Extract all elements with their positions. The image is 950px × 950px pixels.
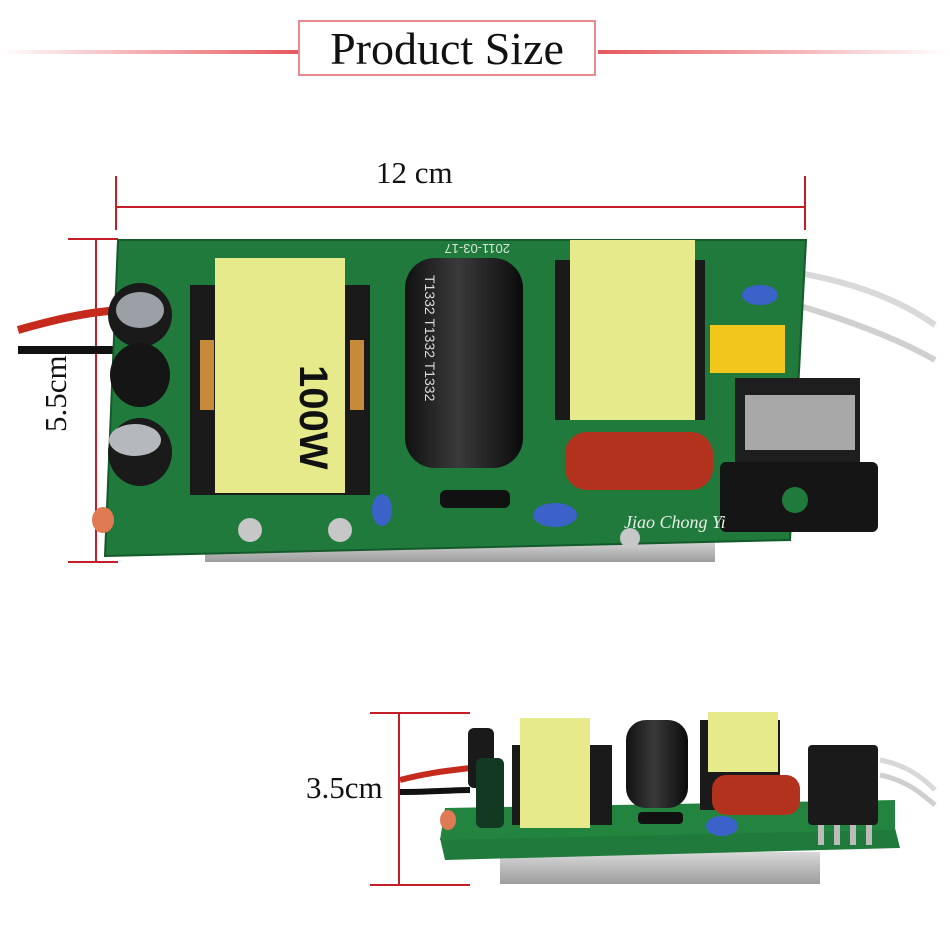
transformer-label: 100W — [291, 365, 335, 470]
output-wires-top — [16, 306, 121, 354]
capacitor-side-1 — [468, 728, 494, 788]
bulk-capacitor — [405, 258, 523, 468]
input-wires-side — [879, 757, 937, 807]
inductor-top — [110, 343, 170, 407]
x-capacitor — [710, 325, 785, 373]
y-capacitor-3 — [742, 285, 778, 305]
date-code: 2011-03-17 — [444, 241, 510, 256]
length-label: 12 cm — [376, 155, 453, 190]
transformer-1 — [215, 258, 345, 493]
pcb-top — [105, 240, 806, 556]
height-label: 3.5cm — [306, 770, 383, 805]
transformer-side-1 — [520, 718, 590, 828]
screw-2 — [328, 518, 352, 542]
header-line-left — [0, 50, 298, 54]
screw-3 — [620, 528, 640, 548]
height-tick-bottom — [370, 884, 470, 886]
transformer-2 — [570, 240, 695, 420]
transformer-side-2 — [708, 712, 778, 772]
diode-side — [638, 812, 683, 824]
heatsink-side — [500, 852, 820, 884]
capacitor-top-1 — [108, 283, 172, 347]
heatsink-top — [205, 540, 715, 562]
common-mode-choke — [735, 378, 860, 488]
led-side — [440, 810, 456, 830]
capacitor-top-2 — [108, 418, 172, 486]
output-wires-side — [399, 765, 471, 795]
transformer-core-2 — [555, 260, 705, 420]
screw-1 — [238, 518, 262, 542]
bridge-rectifier-side — [808, 745, 878, 825]
width-line — [95, 238, 97, 563]
width-tick-top — [68, 238, 118, 240]
header-line-right — [598, 50, 950, 54]
page-title: Product Size — [298, 20, 596, 76]
width-label: 5.5cm — [38, 355, 73, 432]
height-tick-top — [370, 712, 470, 714]
capacitor-side-2 — [476, 758, 504, 828]
pcb-side — [440, 828, 900, 860]
bulk-capacitor-side — [626, 720, 688, 808]
film-capacitor — [565, 432, 713, 490]
y-capacitor-side — [706, 816, 738, 836]
capacitor-marking: T1332 T1332 T1332 — [422, 275, 438, 402]
y-capacitor-2 — [533, 503, 577, 527]
transformer-side-core-1 — [512, 745, 612, 825]
input-wires-top — [779, 267, 937, 363]
bridge-rectifier — [720, 462, 878, 532]
length-tick-right — [804, 176, 806, 230]
y-capacitor-1 — [372, 494, 392, 526]
height-line — [398, 712, 400, 886]
film-capacitor-side — [712, 775, 800, 815]
diode — [440, 490, 510, 508]
width-tick-bottom — [68, 561, 118, 563]
transformer-core-1 — [190, 285, 370, 495]
watermark: Jiao Chong Yi — [624, 512, 726, 532]
length-line — [115, 206, 805, 208]
transformer-side-core-2 — [700, 720, 780, 810]
length-tick-left — [115, 176, 117, 230]
